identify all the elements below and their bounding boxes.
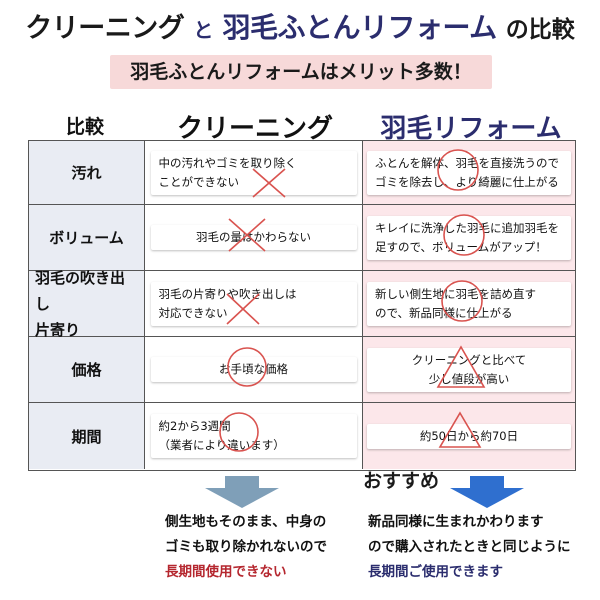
cleaning-text-box: 羽毛の量はかわらない [150,218,357,252]
header-reform: 羽毛リフォーム [380,114,562,144]
circle-mark-icon [226,347,267,387]
cleaning-cell: 羽毛の量はかわらない [145,205,363,270]
page-title: クリーニング と 羽毛ふとんリフォーム の比較 [0,6,600,46]
cleaning-conclusion-highlight: 長期間使用できない [165,564,287,580]
subtitle-banner: 羽毛ふとんリフォームはメリット多数！ [110,55,492,89]
cleaning-text-line: お手頃な価格 [219,362,288,376]
circle-mark-icon [443,213,485,256]
cleaning-text-line: 対応できない [158,305,228,320]
circle-mark-icon [441,279,483,322]
triangle-mark-icon [438,410,482,448]
cleaning-text-box: 羽毛の片寄りや吹き出しは 対応できない [150,281,357,326]
cleaning-text-box: 中の汚れやゴミを取り除く ことができない [150,150,357,198]
title-to: と [193,18,214,42]
reform-text-line: キレイに洗浄した羽毛に追加羽毛を [375,220,559,235]
reform-cell: キレイに洗浄した羽毛に追加羽毛を 足すので、ボリュームがアップ！ [363,205,575,270]
reform-text-line: 新しい側生地に羽毛を詰め直す [375,286,536,301]
reform-text-line: ので、新品同様に仕上がる [375,305,513,320]
reform-conclusion-line: 新品同様に生まれかわります [368,514,544,530]
cleaning-text-box: お手頃な価格 [150,347,357,387]
row-label-text: 汚れ [71,164,102,182]
table-row: 汚れ 中の汚れやゴミを取り除く ことができない ふとんを解体、羽毛を直接洗うので… [29,141,575,205]
reform-text-box: クリーニングと比べて 少し値段が高い [367,344,571,392]
table-row: 価格 お手頃な価格 クリーニングと比べて 少し値段が高い [29,337,575,403]
reform-cell: ふとんを解体、羽毛を直接洗うので ゴミを除去し、より綺麗に仕上がる [363,141,575,204]
reform-text-box: 新しい側生地に羽毛を詰め直す ので、新品同様に仕上がる [367,279,571,326]
row-label: 羽毛の吹き出し 片寄り [29,269,145,339]
reform-text-line: ゴミを除去し、より綺麗に仕上がる [375,174,559,189]
cleaning-conclusion-line: ゴミも取り除かれないので [165,539,327,555]
cross-mark-icon [227,218,266,252]
reform-conclusion-line: ので購入されたときと同じように [368,539,571,555]
cleaning-conclusion-line: 側生地もそのまま、中身の [165,514,327,530]
cleaning-conclusion: 側生地もそのまま、中身の ゴミも取り除かれないので 長期間使用できない [165,510,327,585]
reform-text-line: ふとんを解体、羽毛を直接洗うので [375,155,559,170]
reform-text-box: キレイに洗浄した羽毛に追加羽毛を 足すので、ボリュームがアップ！ [367,213,571,260]
row-label-text: ボリューム [49,229,124,247]
title-cleaning: クリーニング [25,13,185,44]
down-arrow-icon [205,476,279,508]
title-reform: 羽毛ふとんリフォーム [222,11,497,44]
cleaning-cell: 約2から3週間 （業者により違います） [145,403,363,469]
reform-text-line: 少し値段が高い [428,371,510,386]
row-label-text: 羽毛の吹き出し [35,268,126,313]
circle-mark-icon [437,148,479,191]
comparison-table: 汚れ 中の汚れやゴミを取り除く ことができない ふとんを解体、羽毛を直接洗うので… [28,140,576,471]
row-label-text: 期間 [71,427,102,446]
row-label: 価格 [29,337,145,402]
cleaning-text-line: 羽毛の量はかわらない [196,230,311,244]
cross-mark-icon [251,167,286,198]
cleaning-cell: 羽毛の片寄りや吹き出しは 対応できない [145,271,363,336]
header-compare: 比較 [65,116,104,138]
recommend-label: おすすめ [363,470,440,492]
reform-text-box: 約50日から約70日 [367,410,571,449]
table-row: 羽毛の吹き出し 片寄り 羽毛の片寄りや吹き出しは 対応できない 新しい側生地に羽… [29,269,575,339]
title-comparison: の比較 [505,17,575,43]
row-label: 期間 [29,403,145,469]
down-arrow-icon [450,476,524,508]
reform-text-box: ふとんを解体、羽毛を直接洗うので ゴミを除去し、より綺麗に仕上がる [367,148,571,195]
reform-cell: クリーニングと比べて 少し値段が高い [363,337,575,402]
cleaning-text-line: 中の汚れやゴミを取り除く [158,155,297,170]
table-row: ボリューム 羽毛の量はかわらない キレイに洗浄した羽毛に追加羽毛を 足すので、ボ… [29,205,575,271]
cleaning-text-line: 約2から3週間 [158,419,231,433]
header-cleaning: クリーニング [176,114,333,144]
row-label-text: 価格 [71,361,102,379]
cross-mark-icon [225,292,260,325]
cleaning-text-box: 約2から3週間 （業者により違います） [150,412,357,458]
row-label-text: 片寄り [35,320,81,339]
reform-text-line: 足すので、ボリュームがアップ！ [375,239,547,254]
triangle-mark-icon [436,344,486,388]
row-label: ボリューム [29,205,145,270]
circle-mark-icon [218,412,259,452]
reform-cell: 新しい側生地に羽毛を詰め直す ので、新品同様に仕上がる [363,271,575,336]
reform-cell: 約50日から約70日 [363,403,575,469]
reform-conclusion-highlight: 長期間ご使用できます [368,564,503,580]
reform-conclusion: 新品同様に生まれかわります ので購入されたときと同じように 長期間ご使用できます [368,510,571,585]
cleaning-cell: お手頃な価格 [145,337,363,402]
cleaning-text-line: （業者により違います） [158,438,285,452]
cleaning-text-line: ことができない [158,174,240,189]
row-label-multiline: 羽毛の吹き出し 片寄り [29,265,144,343]
cleaning-cell: 中の汚れやゴミを取り除く ことができない [145,141,363,204]
row-label: 汚れ [29,141,145,204]
table-row: 期間 約2から3週間 （業者により違います） 約50日から約70日 [29,403,575,469]
